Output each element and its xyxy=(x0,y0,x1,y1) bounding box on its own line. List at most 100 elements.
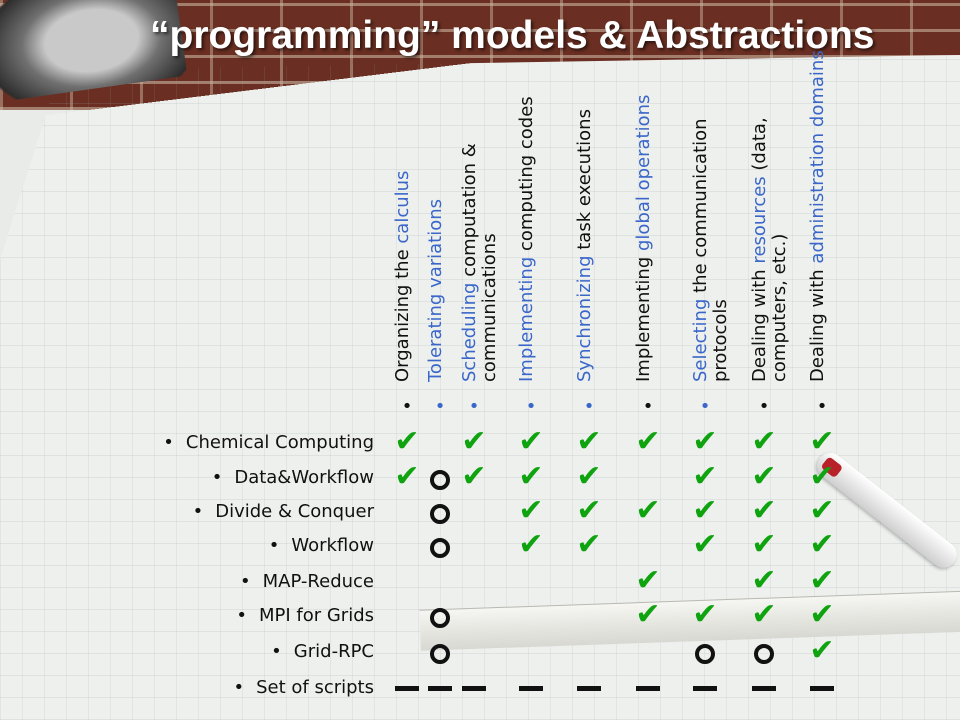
dash-icon xyxy=(462,686,486,691)
row-label: •Grid-RPC xyxy=(271,637,374,667)
row-bullet: • xyxy=(233,677,245,698)
check-mark-icon: ✔ xyxy=(809,633,835,668)
check-mark-icon: ✔ xyxy=(461,424,487,459)
check-mark-icon: ✔ xyxy=(751,527,777,562)
dash-icon xyxy=(395,686,419,691)
row-label: • Divide & Conquer xyxy=(193,497,374,527)
column-bullet: • xyxy=(468,396,480,417)
column-header-text: Tolerating variations xyxy=(425,198,446,382)
check-mark-icon: ✔ xyxy=(809,527,835,562)
check-mark-icon: ✔ xyxy=(518,527,544,562)
row-bullet: • xyxy=(211,467,223,488)
check-mark-icon: ✔ xyxy=(635,563,661,598)
check-mark-icon: ✔ xyxy=(518,424,544,459)
check-mark-icon: ✔ xyxy=(576,527,602,562)
check-mark-icon: ✔ xyxy=(751,424,777,459)
partial-support-circle-icon xyxy=(430,644,450,664)
row-label: • Workflow xyxy=(269,531,374,561)
row-label: • Data&Workflow xyxy=(212,463,374,493)
check-mark-icon: ✔ xyxy=(809,459,835,494)
row-bullet: • xyxy=(163,432,174,453)
check-mark-icon: ✔ xyxy=(751,493,777,528)
check-mark-icon: ✔ xyxy=(394,424,420,459)
check-mark-icon: ✔ xyxy=(809,424,835,459)
row-label-text: MAP-Reduce xyxy=(262,571,374,592)
row-label-text: Grid-RPC xyxy=(293,641,374,662)
column-header-text: task executions xyxy=(574,109,595,256)
column-bullet: • xyxy=(583,396,595,417)
row-label-text: Chemical Computing xyxy=(185,432,374,453)
dash-icon xyxy=(577,686,601,691)
column-header-text: administration domains xyxy=(807,50,828,264)
column-bullet: • xyxy=(401,396,413,417)
check-mark-icon: ✔ xyxy=(692,527,718,562)
check-mark-icon: ✔ xyxy=(576,459,602,494)
column-header-text: Scheduling xyxy=(459,282,480,382)
column-header-text: global operations xyxy=(633,94,654,252)
check-mark-icon: ✔ xyxy=(692,459,718,494)
dash-icon xyxy=(636,686,660,691)
dash-icon xyxy=(752,686,776,691)
dash-icon xyxy=(519,686,543,691)
column-bullet: • xyxy=(699,396,711,417)
column-header: Synchronizing task executions xyxy=(574,32,635,382)
column-header-text: Implementing xyxy=(516,256,537,382)
partial-support-circle-icon xyxy=(430,504,450,524)
column-header-text: Dealing with xyxy=(749,263,770,382)
check-mark-icon: ✔ xyxy=(692,597,718,632)
partial-support-circle-icon xyxy=(430,470,450,490)
check-mark-icon: ✔ xyxy=(635,493,661,528)
check-mark-icon: ✔ xyxy=(751,563,777,598)
column-header: Implementing global operations xyxy=(633,32,694,382)
row-label-text: Data&Workflow xyxy=(234,467,374,488)
column-header: Dealing with administration domains xyxy=(807,32,868,382)
row-label-text: MPI for Grids xyxy=(258,605,374,626)
check-mark-icon: ✔ xyxy=(635,597,661,632)
row-bullet: • xyxy=(236,605,247,626)
partial-support-circle-icon xyxy=(754,644,774,664)
column-header-text: Selecting xyxy=(690,298,711,382)
row-label: • Set of scripts xyxy=(233,673,374,703)
check-mark-icon: ✔ xyxy=(576,424,602,459)
row-label: • Chemical Computing xyxy=(163,428,374,458)
check-mark-icon: ✔ xyxy=(394,459,420,494)
check-mark-icon: ✔ xyxy=(809,493,835,528)
column-header: Selecting the communication protocols xyxy=(690,32,751,382)
column-header-text: Implementing xyxy=(633,251,654,382)
column-bullet: • xyxy=(758,396,770,417)
partial-support-circle-icon xyxy=(430,538,450,558)
check-mark-icon: ✔ xyxy=(576,493,602,528)
column-bullet: • xyxy=(816,396,828,417)
check-mark-icon: ✔ xyxy=(518,459,544,494)
column-header: Implementing computing codes xyxy=(516,32,577,382)
row-bullet: • xyxy=(240,571,251,592)
row-label-text: Workflow xyxy=(291,535,374,556)
column-header-text: Synchronizing xyxy=(574,255,595,382)
check-mark-icon: ✔ xyxy=(692,493,718,528)
column-bullet: • xyxy=(642,396,654,417)
check-mark-icon: ✔ xyxy=(809,597,835,632)
check-mark-icon: ✔ xyxy=(692,424,718,459)
column-header-text: Dealing with xyxy=(807,263,828,382)
column-header-text: resources xyxy=(749,176,770,264)
check-mark-icon: ✔ xyxy=(751,459,777,494)
column-header-text: Organizing the xyxy=(392,243,413,382)
row-bullet: • xyxy=(268,535,280,556)
check-mark-icon: ✔ xyxy=(751,597,777,632)
row-bullet: • xyxy=(192,501,204,522)
column-header-text: computing codes xyxy=(516,96,537,257)
check-mark-icon: ✔ xyxy=(518,493,544,528)
check-mark-icon: ✔ xyxy=(461,459,487,494)
dash-icon xyxy=(693,686,717,691)
column-header: Dealing with resources (data, computers,… xyxy=(749,32,810,382)
row-label-text: Set of scripts xyxy=(256,677,374,698)
column-header-text: calculus xyxy=(392,170,413,244)
partial-support-circle-icon xyxy=(430,608,450,628)
row-label-text: Divide & Conquer xyxy=(215,501,374,522)
check-mark-icon: ✔ xyxy=(809,563,835,598)
column-bullet: • xyxy=(434,396,446,417)
check-mark-icon: ✔ xyxy=(635,424,661,459)
column-bullet: • xyxy=(525,396,537,417)
column-header: Scheduling computation & communications xyxy=(459,32,520,382)
row-label: • MPI for Grids xyxy=(236,601,374,631)
